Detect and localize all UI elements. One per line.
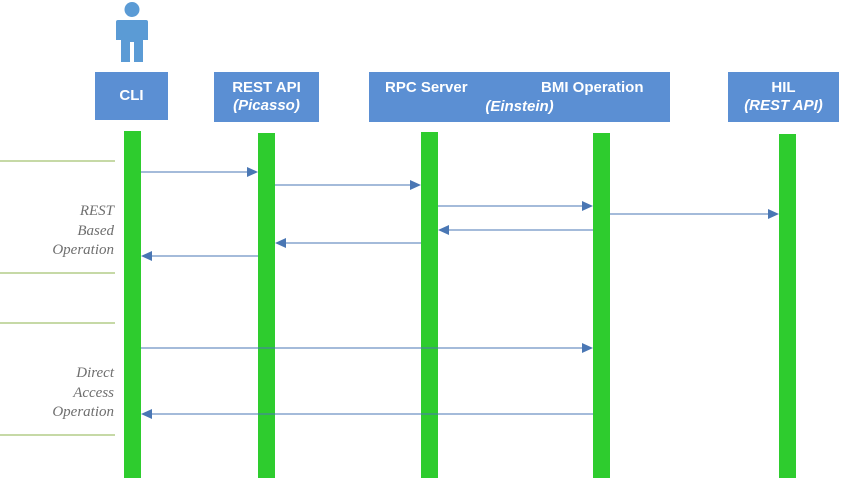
message-arrow-rest-api-to-rpc-server <box>275 180 421 190</box>
section-separator-direct-bottom <box>0 434 115 436</box>
lifeline-bmi-operation <box>593 133 610 478</box>
section-label-line: Based <box>77 222 114 239</box>
participant-rpc-server-label: RPC Server <box>385 79 468 96</box>
participant-rest-api: REST API (Picasso) <box>214 72 319 122</box>
section-label-rest: REST Based Operation <box>2 202 114 261</box>
message-arrow-rest-api-to-cli <box>141 251 258 261</box>
lifeline-hil <box>779 134 796 478</box>
participant-group-subtitle: (Einstein) <box>485 98 554 115</box>
message-arrow-cli-to-rest-api <box>141 167 258 177</box>
lifeline-rpc-server <box>421 132 438 478</box>
participant-bmi-operation-label: BMI Operation <box>541 79 644 96</box>
participant-hil-label: HIL <box>771 79 796 96</box>
section-label-line: Operation <box>52 242 114 258</box>
section-label-line: Operation <box>52 404 114 420</box>
section-label-direct: Direct Access Operation <box>2 364 114 423</box>
message-arrow-bmi-operation-to-rpc-server <box>438 225 593 235</box>
section-separator-rest-bottom <box>0 272 115 274</box>
section-label-line: REST <box>79 203 114 219</box>
section-separator-direct-top <box>0 322 115 324</box>
lifeline-rest-api <box>258 133 275 478</box>
participant-hil-subtitle: (REST API) <box>744 97 823 114</box>
participant-rest-api-subtitle: (Picasso) <box>233 97 300 114</box>
section-label-line: Direct <box>76 365 114 381</box>
lifeline-cli <box>124 131 141 478</box>
section-separator-rest-top <box>0 160 115 162</box>
message-arrow-rpc-server-to-rest-api <box>275 238 421 248</box>
message-arrow-cli-to-bmi-operation <box>141 343 593 353</box>
message-arrow-bmi-operation-to-cli <box>141 409 593 419</box>
participant-rest-api-label: REST API <box>232 79 301 96</box>
person-icon <box>116 2 148 62</box>
message-arrow-rpc-server-to-bmi-operation <box>438 201 593 211</box>
participant-hil: HIL (REST API) <box>728 72 839 122</box>
message-arrow-bmi-operation-to-hil <box>610 209 779 219</box>
participant-cli-label: CLI <box>119 87 144 104</box>
participant-cli: CLI <box>95 72 168 120</box>
participant-group-einstein: RPC Server BMI Operation (Einstein) <box>369 72 670 122</box>
section-label-line: Access <box>73 384 114 401</box>
